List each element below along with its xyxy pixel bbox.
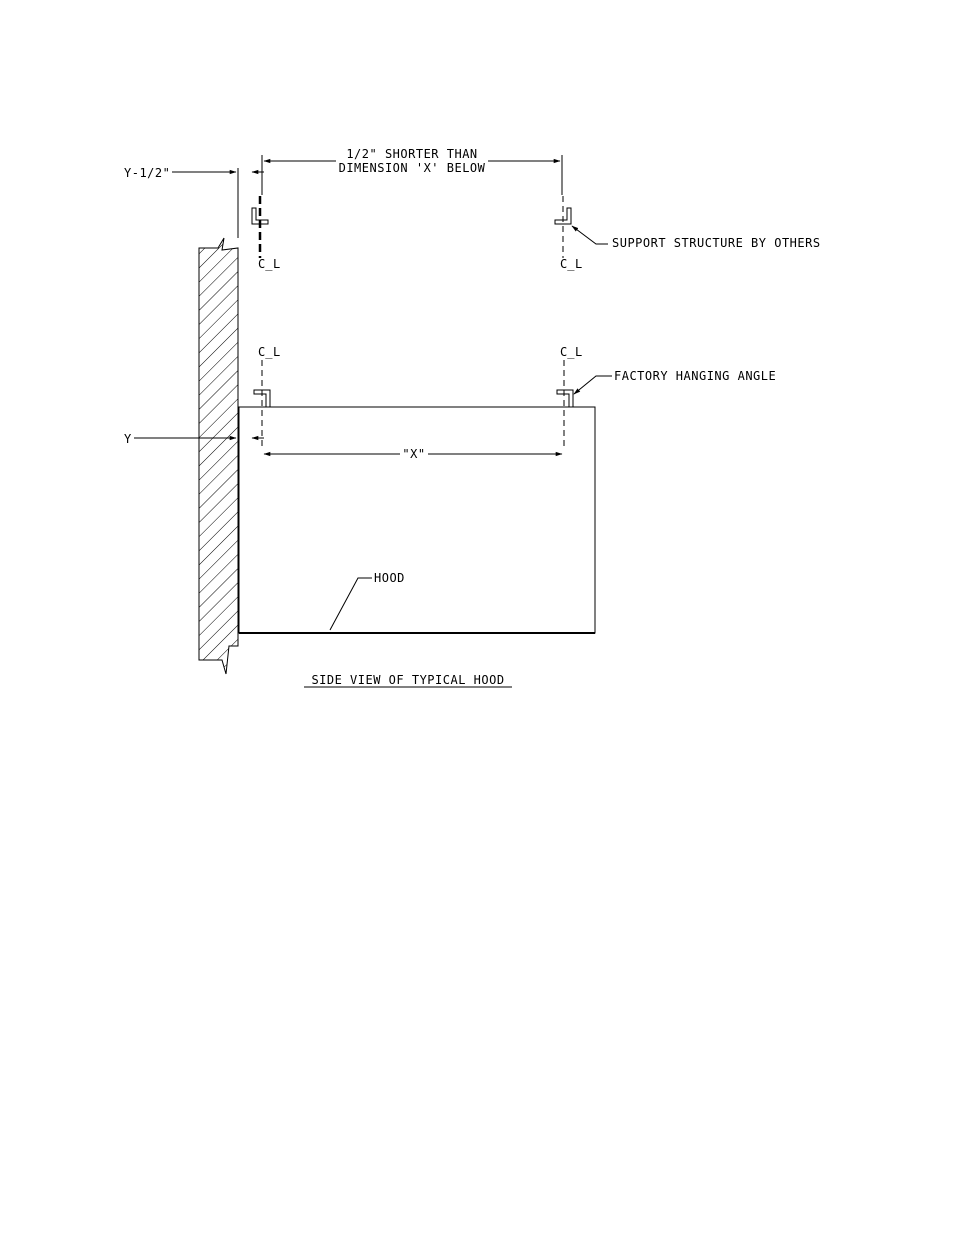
factory-hanging-angle-leader [574, 376, 612, 394]
hanging-angle-right [557, 390, 573, 407]
y-callout: Y [124, 432, 264, 446]
x-dimension: "X" [264, 447, 562, 461]
caption: SIDE VIEW OF TYPICAL HOOD [304, 673, 512, 687]
support-structure: C̲L C̲L SUPPORT STRUCTURE BY OTHERS [252, 196, 821, 271]
hood-label: HOOD [374, 571, 405, 585]
support-centerline-symbol-left: C̲L [258, 257, 281, 271]
wall [199, 238, 238, 674]
hood-leader [330, 578, 372, 630]
hanging-angles: C̲L C̲L FACTORY HANGING ANGLE [254, 345, 776, 446]
y-minus-half-callout: Y-1/2" [124, 166, 264, 238]
top-dimension-label-line2: DIMENSION 'X' BELOW [339, 161, 486, 175]
top-dimension: 1/2" SHORTER THAN DIMENSION 'X' BELOW [262, 147, 562, 195]
caption-text: SIDE VIEW OF TYPICAL HOOD [311, 673, 504, 687]
hanging-centerline-symbol-right: C̲L [560, 345, 583, 359]
factory-hanging-angle-label: FACTORY HANGING ANGLE [614, 369, 776, 383]
hanging-centerline-symbol-left: C̲L [258, 345, 281, 359]
x-dimension-label: "X" [402, 447, 425, 461]
support-structure-label: SUPPORT STRUCTURE BY OTHERS [612, 236, 821, 250]
support-structure-leader [572, 226, 608, 244]
support-centerline-symbol-right: C̲L [560, 257, 583, 271]
y-minus-half-label: Y-1/2" [124, 166, 170, 180]
wall-hatch [199, 238, 238, 674]
hood-body [239, 407, 595, 633]
y-label: Y [124, 432, 132, 446]
hood: HOOD [239, 407, 595, 633]
top-dimension-label-line1: 1/2" SHORTER THAN [346, 147, 477, 161]
